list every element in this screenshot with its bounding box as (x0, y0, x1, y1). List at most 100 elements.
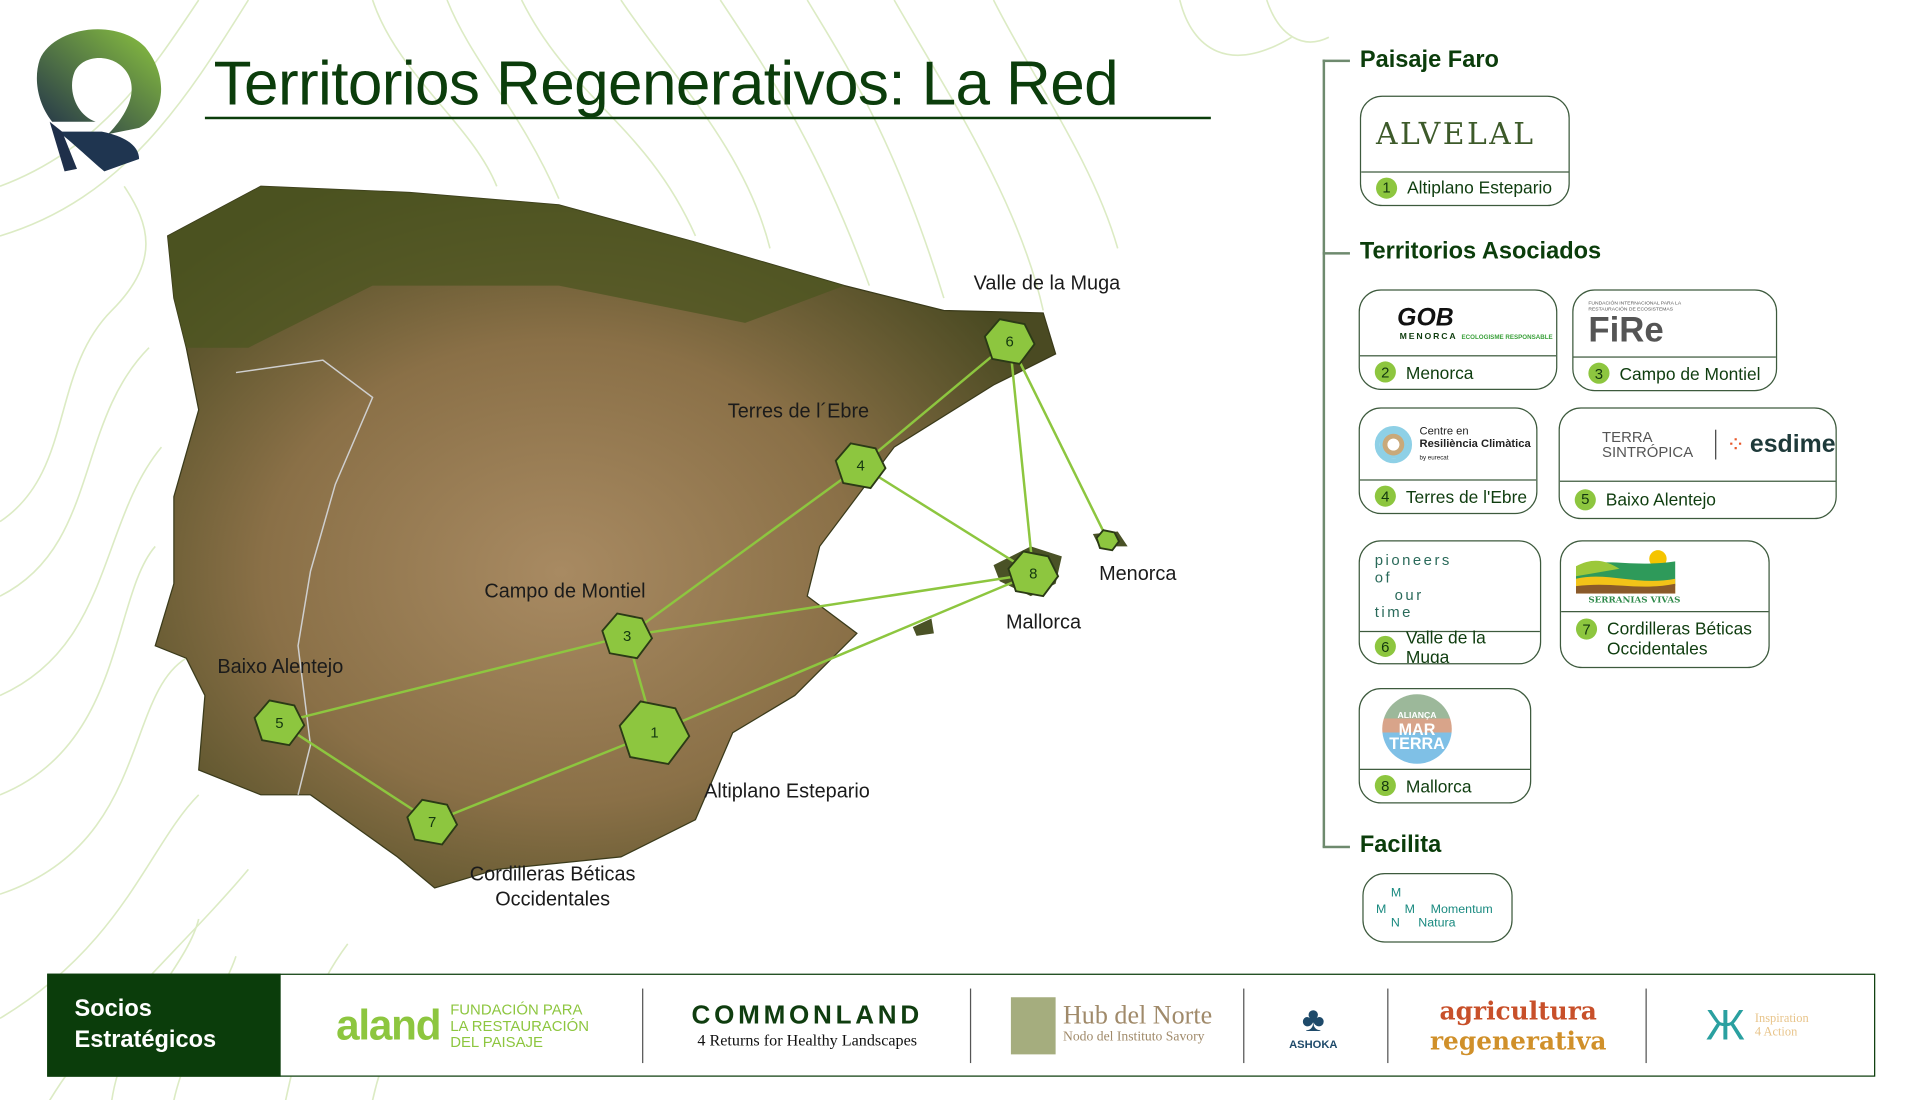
gob-logo-sub: MENORCA ECOLOGISME RESPONSABLE (1375, 333, 1553, 342)
insp-l1: Inspiration (1754, 1012, 1809, 1026)
network-link (859, 340, 1011, 467)
card-menorca[interactable]: GOB MENORCA ECOLOGISME RESPONSABLE 2 Meno… (1358, 289, 1558, 390)
hub-tag: Nodo del Instituto Savory (1062, 1029, 1205, 1045)
commonland-logo-text: COMMONLAND (691, 1000, 923, 1030)
territory-marker-1[interactable] (618, 700, 691, 766)
serranias-logo: SERRANIAS VIVAS (1561, 541, 1769, 613)
heading-paisaje-faro: Paisaje Faro (1359, 47, 1499, 74)
network-link (859, 464, 1034, 575)
partner-commonland[interactable]: COMMONLAND 4 Returns for Healthy Landsca… (652, 989, 962, 1064)
hub-plant-icon (1010, 997, 1056, 1055)
partner-agricultura-regenerativa[interactable]: agricultura regenerativa (1403, 989, 1633, 1064)
marker-number: 6 (1374, 635, 1396, 657)
page-title: Territorios Regenerativos: La Red (213, 48, 1119, 118)
heading-territorios-asociados: Territorios Asociados (1359, 238, 1602, 265)
fire-logo: FUNDACIÓN INTERNACIONAL PARA LA RESTAURA… (1573, 291, 1776, 358)
territory-marker-5[interactable] (253, 699, 306, 747)
territory-marker-7[interactable] (406, 798, 459, 846)
card-campo-montiel[interactable]: FUNDACIÓN INTERNACIONAL PARA LA RESTAURA… (1572, 289, 1778, 392)
card-label-l2: Occidentales (1607, 638, 1708, 659)
divider (642, 988, 644, 1064)
momentum-text: Momentum (1430, 902, 1493, 917)
map-label-valle-muga: Valle de la Muga (973, 273, 1121, 295)
gob-tag-text: ECOLOGISME RESPONSABLE (1461, 334, 1553, 342)
network-link (279, 634, 628, 724)
natura-text: Natura (1418, 916, 1456, 931)
territory-marker-number: 8 (1029, 567, 1037, 583)
alianca-l1: ALIANÇA (1397, 710, 1437, 720)
territory-marker-number: 1 (650, 726, 658, 742)
connector-asociados (1322, 252, 1350, 255)
card-label: Menorca (1405, 362, 1474, 382)
alianca-l2: MAR (1398, 719, 1436, 739)
territory-marker-6[interactable] (983, 318, 1036, 365)
terra-esdime-logo: TERRA SINTRÓPICA ⁘ esdime (1559, 409, 1836, 482)
card-label: Mallorca (1405, 775, 1472, 796)
esdime-dots-icon: ⁘ (1726, 431, 1745, 457)
territory-marker-2[interactable] (1095, 529, 1121, 552)
aland-l2: LA RESTAURACIÓN (450, 1016, 590, 1034)
gob-sub-text: MENORCA (1399, 332, 1458, 342)
alvelal-logo: ALVELAL (1361, 97, 1569, 173)
gob-logo-text: GOB (1397, 304, 1454, 332)
card-baixo-alentejo[interactable]: TERRA SINTRÓPICA ⁘ esdime 5 Baixo Alentej… (1558, 407, 1837, 520)
mn-m3: M (1404, 902, 1415, 917)
territory-marker-3[interactable] (601, 612, 654, 660)
aland-l3: DEL PAISAJE (450, 1032, 543, 1051)
pioneers-logo: pioneers of our time (1359, 541, 1540, 633)
divider (1645, 988, 1647, 1064)
pioneers-l2: of (1374, 568, 1393, 587)
serranias-hills-icon (1575, 549, 1676, 594)
marker-number: 2 (1374, 361, 1396, 383)
territory-marker-number: 7 (428, 815, 436, 831)
card-label: Baixo Alentejo (1605, 489, 1716, 510)
marker-number: 5 (1574, 488, 1596, 510)
card-label: Campo de Montiel (1619, 363, 1761, 384)
divider (1243, 988, 1245, 1064)
agri-l1: agricultura (1439, 996, 1597, 1026)
network-link (626, 572, 1034, 638)
marker-number: 3 (1588, 362, 1610, 384)
map-label-menorca: Menorca (1099, 563, 1177, 585)
marker-number: 8 (1374, 774, 1396, 797)
esdime-text: esdime (1749, 430, 1836, 458)
partner-ashoka[interactable]: ♣ ASHOKA (1254, 989, 1372, 1064)
territory-marker-number: 6 (1006, 334, 1014, 350)
card-label: Terres de l'Ebre (1405, 486, 1528, 507)
network-link (278, 721, 433, 824)
territory-marker-4[interactable] (834, 442, 887, 490)
card-mallorca[interactable]: ALIANÇA MAR TERRA 8 Mallorca (1358, 688, 1532, 804)
partners-heading-l2: Estratégicos (74, 1027, 217, 1054)
mn-m2: M (1376, 902, 1387, 917)
agri-l2: regenerativa (1429, 1025, 1607, 1056)
marker-number: 7 (1575, 618, 1598, 640)
terra-sintropica-text: TERRA SINTRÓPICA (1575, 429, 1717, 460)
partners-bar (47, 973, 1876, 1077)
ashoka-text: ASHOKA (1289, 1038, 1338, 1051)
card-momentum-natura[interactable]: M M M N Momentum Natura (1362, 873, 1513, 943)
pioneers-l1: pioneers (1374, 551, 1452, 569)
serranias-text: SERRANIAS VIVAS (1588, 593, 1681, 605)
territory-marker-8[interactable] (1007, 550, 1060, 598)
res-line1: Centre en (1419, 424, 1469, 437)
partners-heading-l1: Socios (74, 996, 152, 1023)
resiliencia-circle-icon (1374, 425, 1413, 463)
alianca-badge: ALIANÇA MAR TERRA (1382, 694, 1452, 764)
map-label-altiplano: Altiplano Estepario (704, 781, 870, 803)
network-link (626, 464, 862, 637)
map-label-terres-ebre: Terres de l´Ebre (727, 401, 870, 423)
